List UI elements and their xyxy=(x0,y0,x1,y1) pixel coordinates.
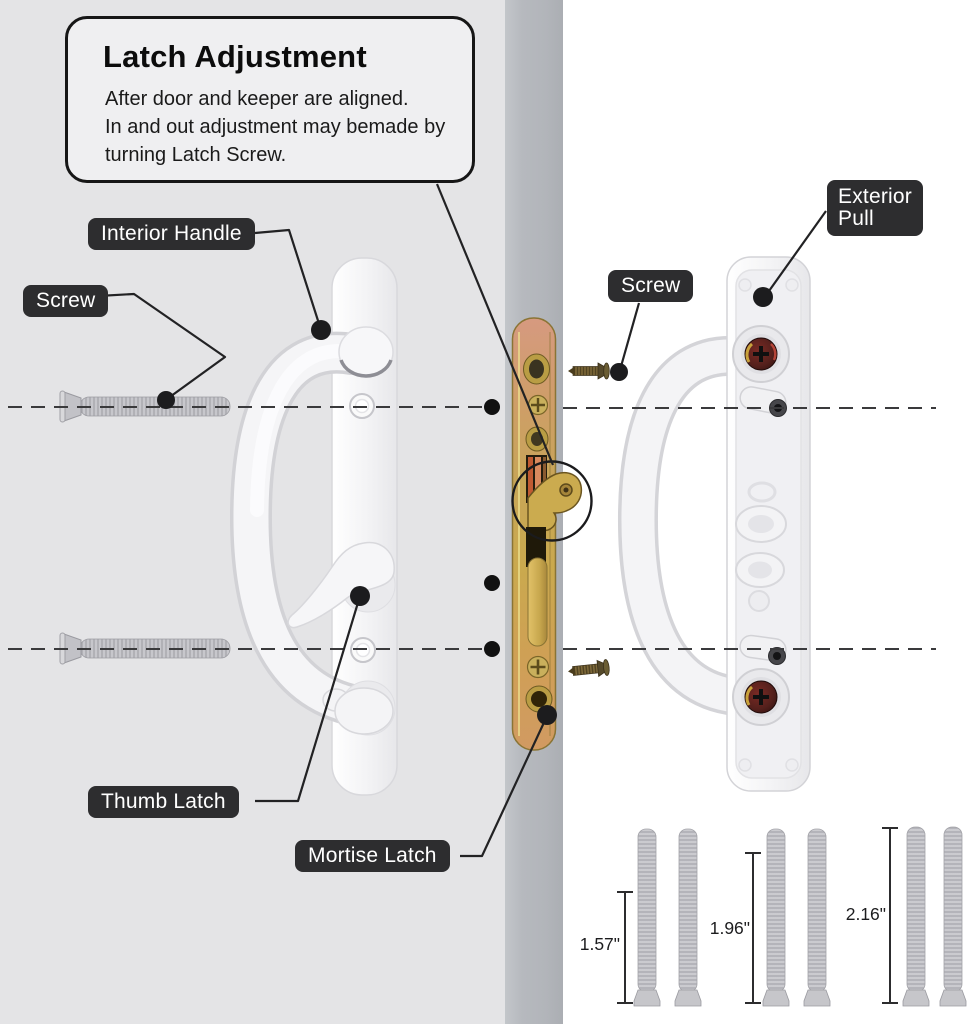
measurement-2-16: 2.16" xyxy=(845,904,886,924)
mortise-latch-label: Mortise Latch xyxy=(295,840,450,873)
exterior-pull-part xyxy=(617,256,811,792)
exterior-pull-label-line2: Pull xyxy=(838,207,874,231)
exterior-pull-leader-line xyxy=(763,210,827,299)
leader-dots xyxy=(157,287,773,725)
screw-1-57-a xyxy=(633,828,661,1007)
screw-1-96-a xyxy=(762,828,790,1007)
mortise-latch-part xyxy=(511,317,583,751)
interior-handle-label: Interior Handle xyxy=(88,218,255,251)
exterior-pull-label: Exterior Pull xyxy=(827,180,923,237)
latch-screw-bottom-right xyxy=(568,659,610,678)
thumb-latch-leader-line xyxy=(255,595,362,803)
alignment-dot-top xyxy=(484,399,500,415)
callout-body: After door and keeper are aligned. In an… xyxy=(105,88,446,166)
screw-right-label: Screw xyxy=(608,270,694,303)
screw-2-16-a xyxy=(902,826,930,1007)
leader-lines xyxy=(97,183,827,858)
screw-left-label: Screw xyxy=(23,285,109,318)
measurement-1-57: 1.57" xyxy=(579,934,620,954)
screw-left-leader-line xyxy=(97,292,227,400)
alignment-dot-middle xyxy=(484,575,500,591)
latch-screw-top-right xyxy=(568,362,610,380)
screw-1-57-b xyxy=(674,828,702,1007)
callout-title: Latch Adjustment xyxy=(103,39,367,74)
screw-2-16-b xyxy=(939,826,967,1007)
exterior-pull-label-line1: Exterior xyxy=(838,185,912,208)
latch-adjustment-callout: Latch Adjustment After door and keeper a… xyxy=(65,16,475,183)
alignment-dashed-lines xyxy=(8,406,936,650)
thumb-latch-label: Thumb Latch xyxy=(88,786,239,819)
interior-handle-part xyxy=(229,257,398,796)
mortise-latch-leader-line xyxy=(460,715,548,858)
screw-1-96-b xyxy=(803,828,831,1007)
fastener-screws-set xyxy=(633,826,967,1007)
measure-lines xyxy=(617,827,898,1004)
measurement-1-96: 1.96" xyxy=(709,918,750,938)
interior-handle-leader-line xyxy=(254,228,323,331)
screw-right-leader-line xyxy=(618,302,641,371)
thumb-latch-lever xyxy=(287,541,395,629)
callout-leader-line xyxy=(435,183,555,466)
alignment-dot-bottom xyxy=(484,641,500,657)
